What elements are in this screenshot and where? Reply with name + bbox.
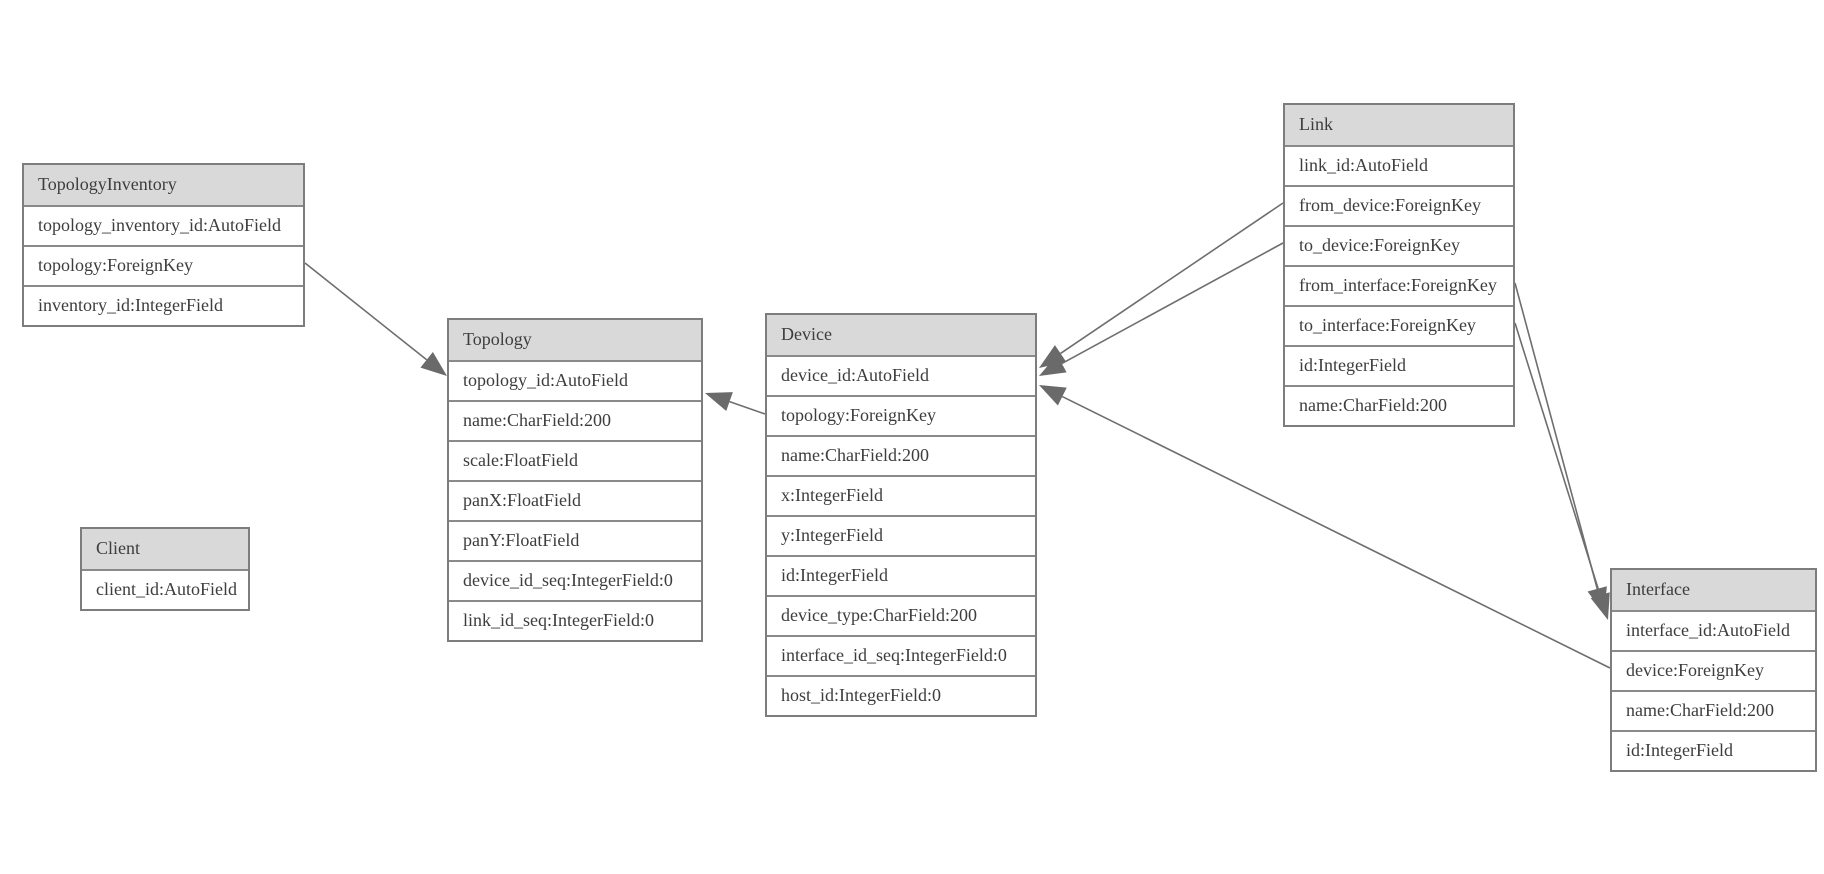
- entity-device-field-row: y:IntegerField: [767, 515, 1035, 555]
- entity-interface-field-row: name:CharField:200: [1612, 690, 1815, 730]
- entity-link-field-row: to_device:ForeignKey: [1285, 225, 1513, 265]
- entity-link-field-row: name:CharField:200: [1285, 385, 1513, 425]
- entity-link-field-row: from_device:ForeignKey: [1285, 185, 1513, 225]
- edge-link-to-interface-to-interface-arrowhead-icon: [1590, 592, 1610, 620]
- entity-topology-field-row: link_id_seq:IntegerField:0: [449, 600, 701, 640]
- edge-interface-device-to-device-line: [1061, 395, 1611, 669]
- edge-device-topology-to-topology-line: [729, 400, 766, 415]
- entity-link-field-row: to_interface:ForeignKey: [1285, 305, 1513, 345]
- entity-interface-field-row: interface_id:AutoField: [1612, 610, 1815, 650]
- entity-link-field-row: id:IntegerField: [1285, 345, 1513, 385]
- entity-device-field-row: host_id:IntegerField:0: [767, 675, 1035, 715]
- entity-link-field-row: link_id:AutoField: [1285, 145, 1513, 185]
- entity-topology-field-row: panX:FloatField: [449, 480, 701, 520]
- entity-topology-field-row: panY:FloatField: [449, 520, 701, 560]
- entity-topology-inventory-field-row: topology:ForeignKey: [24, 245, 303, 285]
- edge-topologyinventory-topology-to-topology-arrowhead-icon: [420, 351, 447, 376]
- entity-client-title: Client: [82, 529, 248, 569]
- entity-topology-field-row: scale:FloatField: [449, 440, 701, 480]
- entity-device-field-row: device_id:AutoField: [767, 355, 1035, 395]
- edge-device-topology-to-topology-arrowhead-icon: [705, 392, 733, 412]
- edge-link-from-device-to-device-line: [1060, 202, 1284, 355]
- entity-link-title: Link: [1285, 105, 1513, 145]
- edge-link-to-device-to-device-arrowhead-icon: [1039, 354, 1067, 376]
- entity-device-field-row: name:CharField:200: [767, 435, 1035, 475]
- entity-device-field-row: id:IntegerField: [767, 555, 1035, 595]
- entity-topology-inventory-field-row: inventory_id:IntegerField: [24, 285, 303, 325]
- entity-interface-field-row: id:IntegerField: [1612, 730, 1815, 770]
- entity-topology-inventory-title: TopologyInventory: [24, 165, 303, 205]
- entity-device-field-row: topology:ForeignKey: [767, 395, 1035, 435]
- entity-interface-field-row: device:ForeignKey: [1612, 650, 1815, 690]
- entity-device-field-row: x:IntegerField: [767, 475, 1035, 515]
- entity-topology-inventory-field-row: topology_inventory_id:AutoField: [24, 205, 303, 245]
- entity-topology-field-row: device_id_seq:IntegerField:0: [449, 560, 701, 600]
- entity-client-field-row: client_id:AutoField: [82, 569, 248, 609]
- entity-topology-field-row: name:CharField:200: [449, 400, 701, 440]
- edge-topologyinventory-topology-to-topology-line: [304, 262, 428, 361]
- edge-link-from-interface-to-interface-line: [1514, 282, 1599, 590]
- edge-link-to-interface-to-interface-line: [1514, 322, 1601, 596]
- entity-device-title: Device: [767, 315, 1035, 355]
- entity-topology-field-row: topology_id:AutoField: [449, 360, 701, 400]
- entity-device-field-row: interface_id_seq:IntegerField:0: [767, 635, 1035, 675]
- entity-interface-title: Interface: [1612, 570, 1815, 610]
- entity-device-field-row: device_type:CharField:200: [767, 595, 1035, 635]
- entity-link-field-row: from_interface:ForeignKey: [1285, 265, 1513, 305]
- entity-topology-title: Topology: [449, 320, 701, 360]
- edge-link-to-device-to-device-line: [1061, 242, 1284, 365]
- edge-interface-device-to-device-arrowhead-icon: [1039, 385, 1067, 406]
